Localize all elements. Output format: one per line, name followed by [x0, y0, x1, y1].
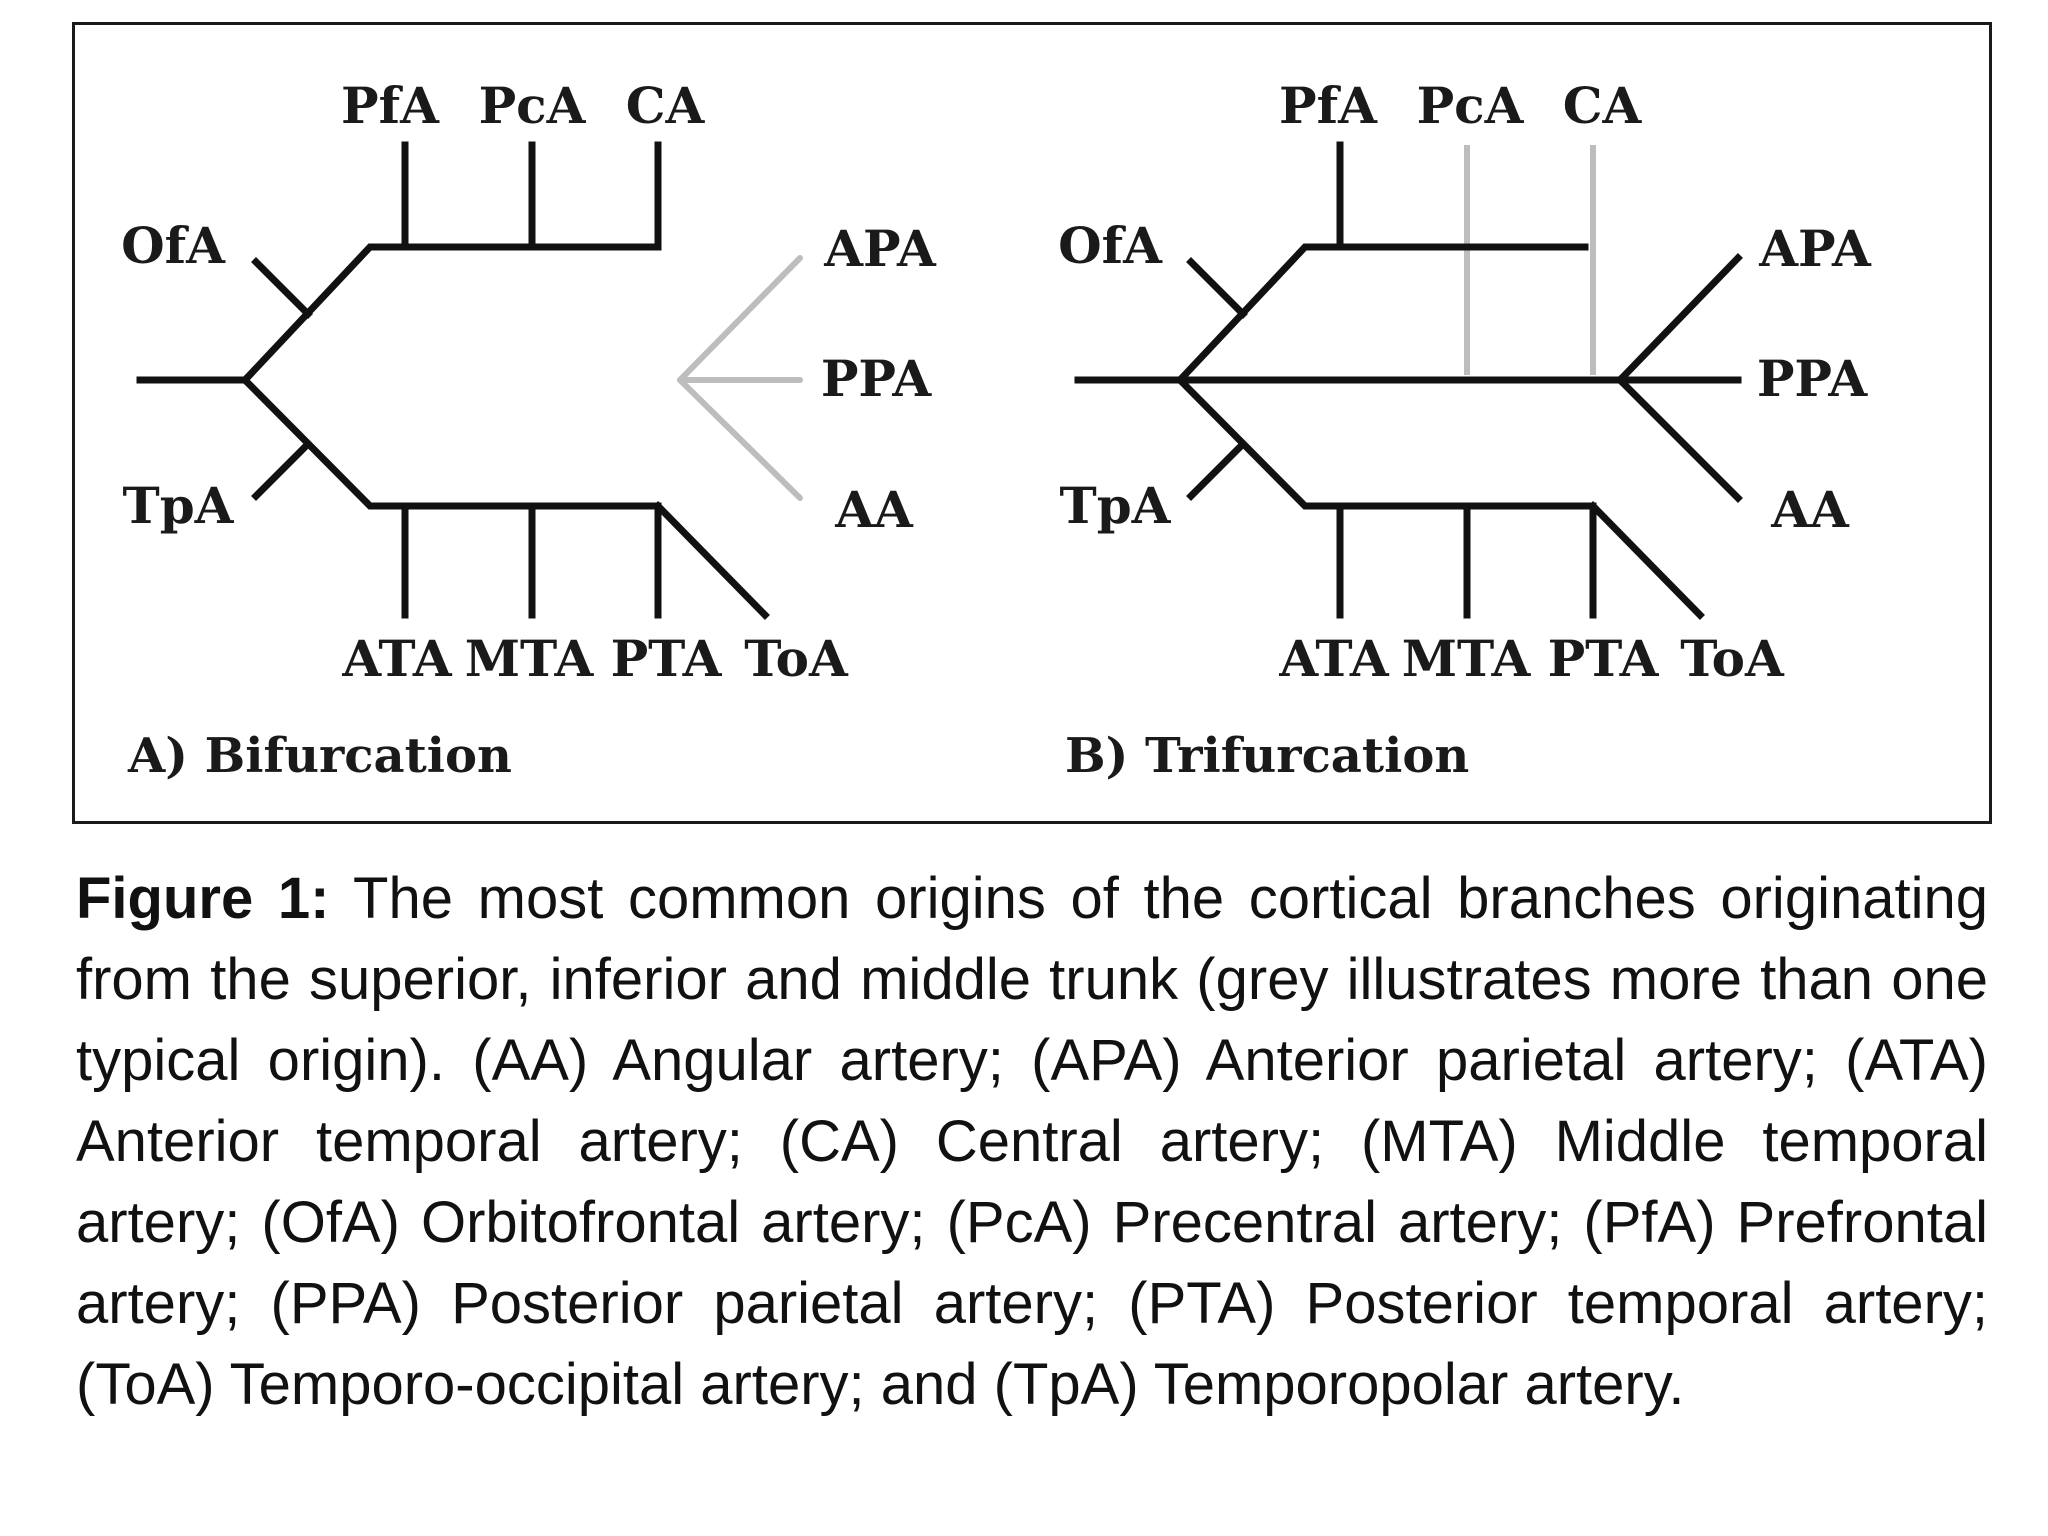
tpa-branch — [1186, 439, 1248, 501]
superior-trunk — [240, 243, 662, 385]
ofa-branch — [251, 257, 313, 319]
label-pfa: PfA — [341, 76, 440, 135]
figure-frame — [72, 22, 1992, 824]
bifurcation-labels: PfA PcA CA OfA TpA APA PPA AA ATA MTA PT… — [121, 76, 937, 784]
figure-caption: Figure 1: The most common origins of the… — [76, 858, 1988, 1425]
aa-branch-grey — [677, 377, 803, 501]
apa-branch-grey — [677, 255, 803, 383]
bifurcation-branches — [136, 141, 770, 620]
label-toa: ToA — [744, 629, 849, 688]
bifurcation-alternative-origins — [677, 255, 803, 501]
superior-trunk — [1175, 243, 1589, 385]
tpa-branch — [251, 439, 313, 501]
label-pca: PcA — [1417, 76, 1525, 135]
panel-title: A) Bifurcation — [127, 728, 512, 784]
panel-bifurcation: PfA PcA CA OfA TpA APA PPA AA ATA MTA PT… — [121, 76, 937, 784]
label-tpa: TpA — [1060, 476, 1172, 535]
aa-branch — [1615, 375, 1743, 503]
label-pta: PTA — [1548, 629, 1660, 688]
apa-branch — [1615, 253, 1743, 385]
toa-branch — [653, 501, 770, 620]
label-apa: APA — [823, 219, 937, 278]
label-apa: APA — [1758, 219, 1872, 278]
label-mta: MTA — [1402, 629, 1532, 688]
label-pfa: PfA — [1279, 76, 1378, 135]
label-aa: AA — [1770, 480, 1850, 539]
label-pta: PTA — [611, 629, 723, 688]
label-ofa: OfA — [1058, 216, 1163, 275]
ofa-branch — [1186, 257, 1248, 319]
label-toa: ToA — [1680, 629, 1785, 688]
trifurcation-branches — [1074, 141, 1743, 620]
artery-branching-diagram: PfA PcA CA OfA TpA APA PPA AA ATA MTA PT… — [121, 76, 1872, 784]
inferior-trunk — [1175, 375, 1597, 510]
panel-title: B) Trifurcation — [1065, 728, 1469, 784]
label-ata: ATA — [341, 629, 453, 688]
label-aa: AA — [834, 480, 914, 539]
caption-text: The most common origins of the cortical … — [76, 866, 1988, 1417]
toa-branch — [1588, 501, 1705, 620]
label-mta: MTA — [465, 629, 595, 688]
caption-label: Figure 1: — [76, 866, 330, 931]
label-ata: ATA — [1278, 629, 1390, 688]
label-ca: CA — [626, 76, 706, 135]
label-tpa: TpA — [123, 476, 235, 535]
label-ppa: PPA — [821, 349, 933, 408]
label-pca: PcA — [479, 76, 587, 135]
inferior-trunk — [240, 375, 662, 510]
label-ofa: OfA — [121, 216, 226, 275]
panel-trifurcation: PfA PcA CA OfA TpA APA PPA AA ATA MTA PT… — [1058, 76, 1872, 784]
label-ppa: PPA — [1757, 349, 1869, 408]
label-ca: CA — [1563, 76, 1643, 135]
trifurcation-alternative-origins — [1464, 145, 1596, 375]
trifurcation-labels: PfA PcA CA OfA TpA APA PPA AA ATA MTA PT… — [1058, 76, 1872, 784]
